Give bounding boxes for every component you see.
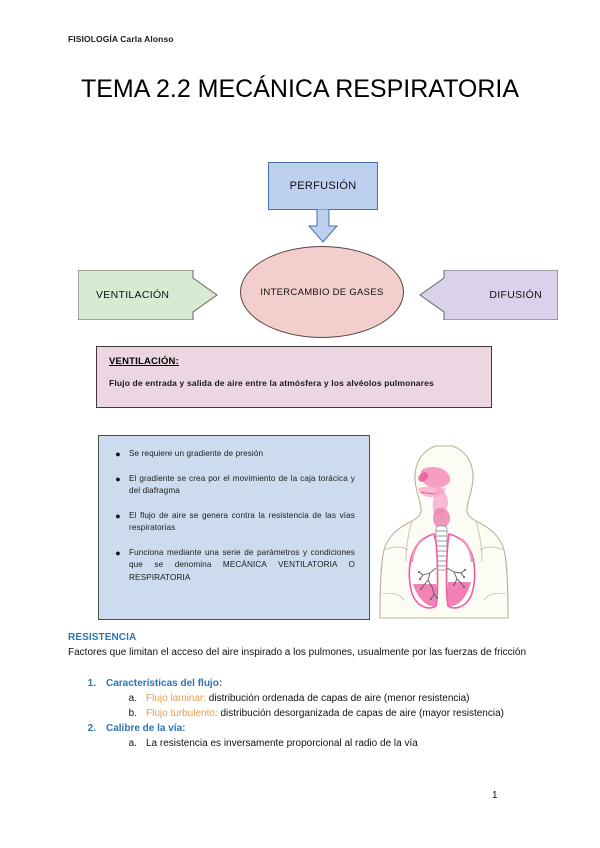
diagram-arrow-ventilacion: VENTILACIÓN — [78, 270, 244, 320]
diagram-label-ventilacion: VENTILACIÓN — [96, 289, 170, 301]
list-item: ● Se requiere un gradiente de presión — [107, 448, 355, 461]
bullet-dot-icon: ● — [115, 547, 121, 558]
sub-list-item: a. Flujo laminar: distribución ordenada … — [68, 691, 534, 706]
sub-list-2: a. La resistencia es inversamente propor… — [68, 736, 534, 751]
list-item-text: Se requiere un gradiente de presión — [129, 449, 264, 458]
diagram-box-perfusion: PERFUSIÓN — [268, 162, 378, 210]
bullet-dot-icon: ● — [115, 473, 121, 484]
gas-exchange-diagram: PERFUSIÓN INTERCAMBIO DE GASES VENTILACI… — [68, 158, 558, 338]
sub-list-text: La resistencia es inversamente proporcio… — [146, 736, 534, 751]
ventilacion-definition-box: VENTILACIÓN: Flujo de entrada y salida d… — [96, 346, 492, 408]
list-item-title: Características del flujo: — [106, 678, 223, 689]
sub-list-marker: b. — [128, 708, 137, 719]
page-title: TEMA 2.2 MECÁNICA RESPIRATORIA — [80, 75, 520, 103]
bullet-dot-icon: ● — [115, 449, 121, 459]
sub-list-text-body: distribución ordenada de capas de aire (… — [206, 693, 470, 704]
list-item: ● Funciona mediante una serie de parámet… — [107, 547, 355, 585]
sub-list-1: a. Flujo laminar: distribución ordenada … — [68, 691, 534, 721]
ventilacion-bullet-box: ● Se requiere un gradiente de presión ● … — [98, 435, 370, 620]
term-flujo-turbulento: Flujo turbulento: — [146, 708, 218, 719]
sub-list-item: a. La resistencia es inversamente propor… — [68, 736, 534, 751]
list-item-title: Calibre de la vía: — [106, 723, 186, 734]
sub-list-text: Flujo laminar: distribución ordenada de … — [146, 691, 534, 706]
sub-list-text-body: La resistencia es inversamente proporcio… — [146, 738, 418, 749]
page-number: 1 — [492, 790, 498, 801]
term-flujo-laminar: Flujo laminar: — [146, 693, 207, 704]
ventilacion-definition-title: VENTILACIÓN: — [109, 356, 179, 367]
resistencia-list: 1. Características del flujo: a. Flujo l… — [68, 676, 534, 751]
diagram-center-label: INTERCAMBIO DE GASES — [260, 286, 384, 298]
diagram-box-perfusion-label: PERFUSIÓN — [289, 180, 357, 192]
sub-list-text-body: distribución desorganizada de capas de a… — [217, 708, 504, 719]
list-item: ● El gradiente se crea por el movimiento… — [107, 473, 355, 498]
diagram-arrow-difusion: DIFUSIÓN — [398, 270, 558, 320]
diagram-label-difusion: DIFUSIÓN — [489, 289, 542, 301]
diagram-center-ellipse: INTERCAMBIO DE GASES — [240, 246, 404, 338]
resistencia-paragraph: Factores que limitan el acceso del aire … — [68, 647, 527, 658]
respiratory-system-illustration — [378, 442, 510, 622]
list-marker: 1. — [87, 678, 96, 689]
sub-list-text: Flujo turbulento: distribución desorgani… — [146, 706, 534, 721]
sub-list-marker: a. — [128, 693, 137, 704]
sub-list-item: b. Flujo turbulento: distribución desorg… — [68, 706, 534, 721]
list-item-2: 2. Calibre de la vía: a. La resistencia … — [68, 721, 534, 751]
sub-list-marker: a. — [128, 738, 137, 749]
list-item-text: Funciona mediante una serie de parámetro… — [129, 547, 355, 582]
list-item: ● El flujo de aire se genera contra la r… — [107, 510, 355, 535]
ventilacion-definition-text: Flujo de entrada y salida de aire entre … — [109, 378, 434, 388]
section-heading-resistencia: RESISTENCIA — [68, 632, 137, 643]
list-item-1: 1. Características del flujo: a. Flujo l… — [68, 676, 534, 721]
bullet-dot-icon: ● — [115, 510, 121, 521]
list-marker: 2. — [87, 723, 96, 734]
list-item-text: El gradiente se crea por el movimiento d… — [129, 473, 355, 496]
document-header: FISIOLOGÍA Carla Alonso — [68, 34, 174, 44]
arrow-down-icon — [306, 209, 340, 243]
list-item-text: El flujo de aire se genera contra la res… — [129, 510, 355, 533]
